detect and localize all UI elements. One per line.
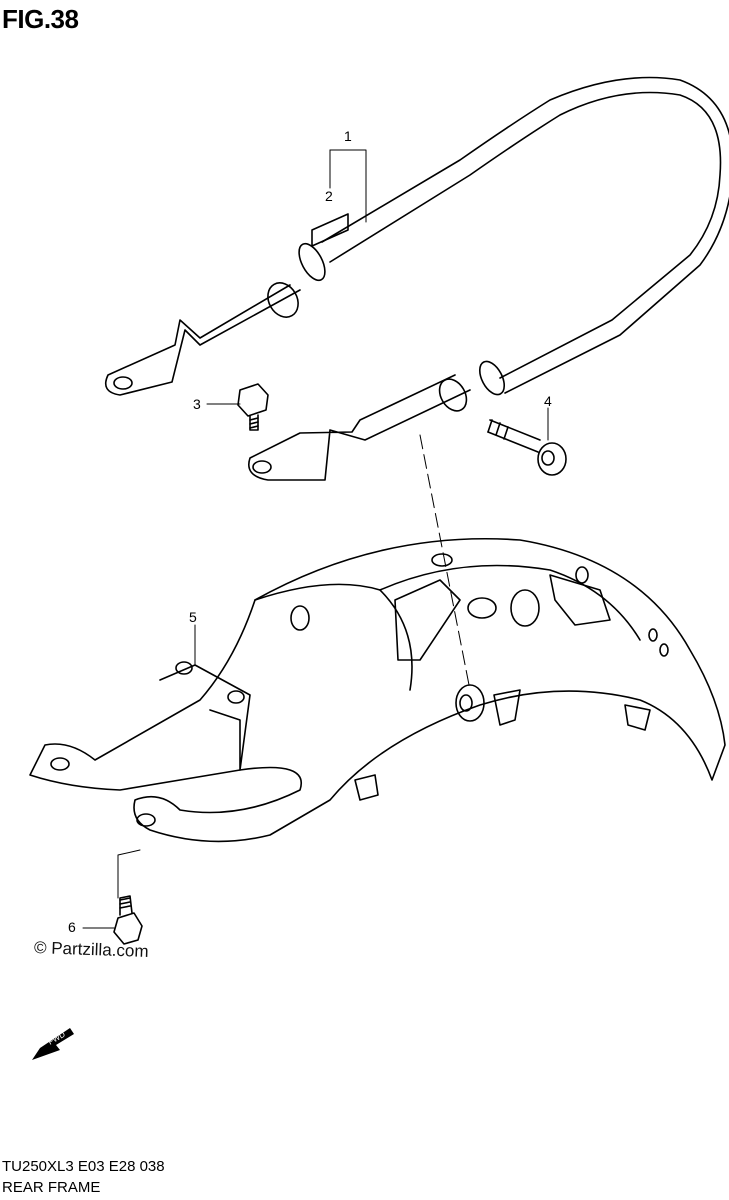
callout-1: 1 xyxy=(344,128,352,144)
part-group: REAR FRAME xyxy=(2,1179,101,1196)
bolt-4[interactable] xyxy=(487,419,567,476)
callout-6: 6 xyxy=(68,919,76,935)
callout-3: 3 xyxy=(193,396,201,412)
bolt-3[interactable] xyxy=(237,383,269,431)
label-tag[interactable] xyxy=(311,213,349,247)
fwd-arrow-icon: FWD xyxy=(32,1028,74,1060)
watermark: © Partzilla.com xyxy=(33,938,149,961)
callout-5: 5 xyxy=(189,609,197,625)
callout-2: 2 xyxy=(325,188,333,204)
model-code: TU250XL3 E03 E28 038 xyxy=(2,1158,165,1175)
leader-lines xyxy=(82,149,549,929)
callout-4: 4 xyxy=(544,393,552,409)
figure-title: FIG.38 xyxy=(2,4,79,34)
grab-rail[interactable] xyxy=(104,76,729,481)
bolt-6[interactable] xyxy=(113,895,143,945)
footer: TU250XL3 E03 E28 038 REAR FRAME xyxy=(2,1156,165,1198)
rear-frame[interactable] xyxy=(29,537,726,843)
fitting-line xyxy=(419,434,471,691)
